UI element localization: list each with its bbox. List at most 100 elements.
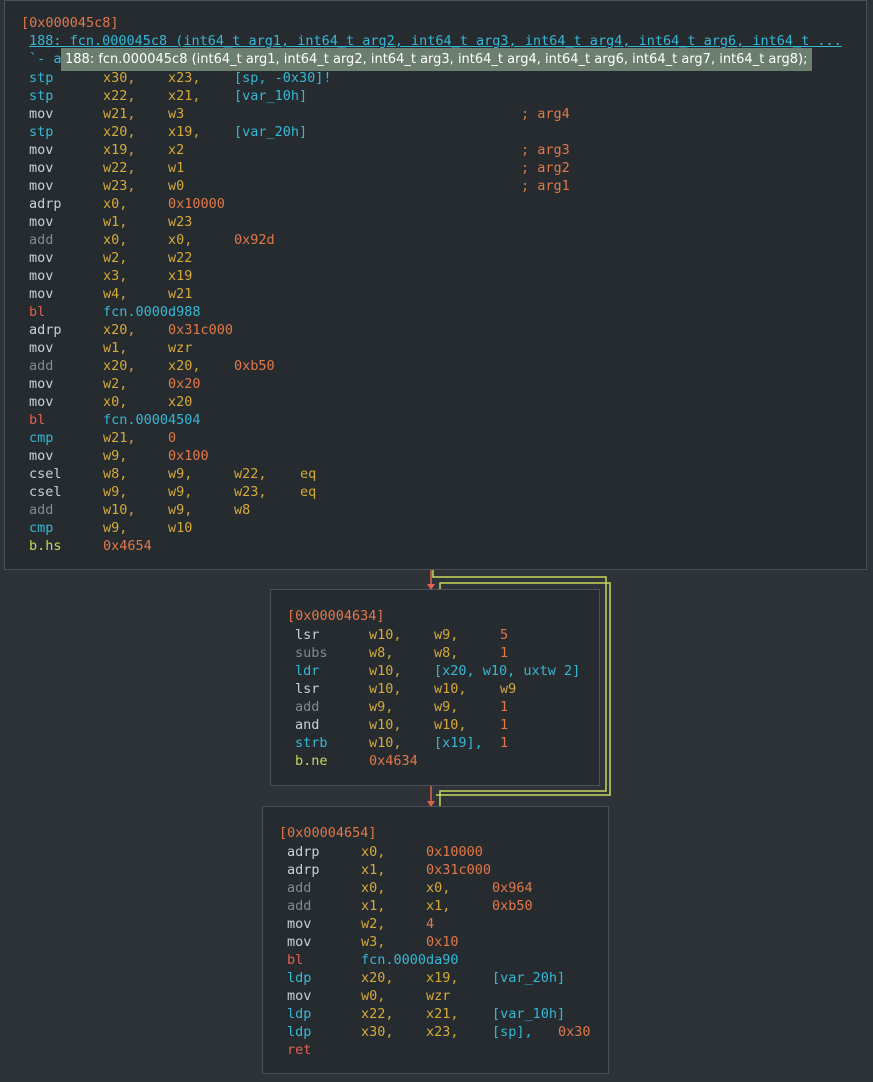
operand: w22,	[103, 160, 136, 176]
operand: w9,	[103, 520, 128, 536]
operand: w21	[168, 286, 193, 302]
mnemonic: ldp	[287, 1024, 312, 1040]
operand: [var_10h]	[492, 1006, 566, 1022]
mnemonic: ldp	[287, 1006, 312, 1022]
operand: x19,	[426, 970, 459, 986]
edge-b2-to-b3-arrow	[427, 801, 435, 807]
mnemonic: csel	[29, 484, 62, 500]
operand: 4	[426, 916, 435, 932]
operand: x0,	[103, 196, 128, 212]
operand: w10,	[369, 663, 402, 679]
signature-continuation: `- a	[29, 51, 62, 67]
operand: w9	[500, 681, 517, 697]
mnemonic: adrp	[29, 196, 62, 212]
operand: x20,	[103, 322, 136, 338]
basic-block-0x45c8[interactable]: [0x000045c8] 188: fcn.000045c8 (int64_t …	[4, 0, 867, 570]
operand: [var_20h]	[492, 970, 566, 986]
mnemonic: lsr	[295, 681, 320, 697]
operand: w2,	[361, 916, 386, 932]
mnemonic: stp	[29, 70, 54, 86]
operand: 0x20	[168, 376, 201, 392]
signature-tooltip: 188: fcn.000045c8 (int64_t arg1, int64_t…	[61, 48, 812, 71]
operand: w3	[168, 106, 185, 122]
operand: wzr	[426, 988, 451, 1004]
mnemonic: ret	[287, 1042, 312, 1058]
operand: [x19],	[434, 735, 483, 751]
operand: w10,	[369, 735, 402, 751]
operand: x0,	[426, 880, 451, 896]
operand: x20,	[103, 358, 136, 374]
operand: x1,	[426, 898, 451, 914]
operand: 5	[500, 627, 509, 643]
operand: x23,	[168, 70, 201, 86]
comment: ; arg2	[521, 160, 570, 176]
mnemonic: mov	[29, 178, 54, 194]
operand: eq	[300, 484, 317, 500]
mnemonic: bl	[29, 412, 46, 428]
edge-b1-to-b2-arrow	[427, 584, 435, 590]
operand: w10,	[434, 681, 467, 697]
operand: w2,	[103, 376, 128, 392]
operand: x22,	[361, 1006, 394, 1022]
operand: 0x10000	[426, 844, 483, 860]
operand: [x20, w10, uxtw 2]	[434, 663, 581, 679]
operand: w9,	[103, 448, 128, 464]
operand: w8,	[369, 645, 394, 661]
mnemonic: mov	[287, 916, 312, 932]
operand: w23,	[234, 484, 267, 500]
operand: [var_20h]	[234, 124, 308, 140]
operand: x0,	[103, 394, 128, 410]
operand: x30,	[103, 70, 136, 86]
mnemonic: add	[287, 880, 312, 896]
mnemonic: stp	[29, 88, 54, 104]
operand: 0x31c000	[426, 862, 492, 878]
operand: w9,	[168, 484, 193, 500]
mnemonic: mov	[29, 250, 54, 266]
operand: w0	[168, 178, 185, 194]
operand: 0x10000	[168, 196, 225, 212]
mnemonic: add	[287, 898, 312, 914]
operand: w10,	[369, 681, 402, 697]
operand: w21,	[103, 430, 136, 446]
operand: 0x30	[558, 1024, 591, 1040]
operand: w9,	[434, 699, 459, 715]
mnemonic: adrp	[287, 862, 320, 878]
operand: 0x964	[492, 880, 533, 896]
operand: fcn.0000d988	[103, 304, 201, 320]
comment: ; arg3	[521, 142, 570, 158]
operand: fcn.00004504	[103, 412, 201, 428]
operand: w1,	[103, 214, 128, 230]
operand: x0,	[361, 844, 386, 860]
operand: w1	[168, 160, 185, 176]
mnemonic: mov	[29, 340, 54, 356]
mnemonic: mov	[287, 988, 312, 1004]
function-signature[interactable]: 188: fcn.000045c8 (int64_t arg1, int64_t…	[29, 33, 842, 49]
operand: x1,	[361, 862, 386, 878]
mnemonic: cmp	[29, 430, 54, 446]
mnemonic: add	[29, 232, 54, 248]
mnemonic: mov	[29, 286, 54, 302]
operand: w4,	[103, 286, 128, 302]
mnemonic: stp	[29, 124, 54, 140]
operand: x20,	[361, 970, 394, 986]
mnemonic: bl	[29, 304, 46, 320]
operand: 0x31c000	[168, 322, 234, 338]
mnemonic: mov	[29, 160, 54, 176]
mnemonic: add	[295, 699, 320, 715]
operand: w22	[168, 250, 193, 266]
operand: 0x10	[426, 934, 459, 950]
operand: w1,	[103, 340, 128, 356]
mnemonic: add	[29, 502, 54, 518]
operand: 0xb50	[492, 898, 533, 914]
block-address: [0x00004634]	[287, 608, 385, 624]
comment: ; arg4	[521, 106, 570, 122]
operand: x20,	[168, 358, 201, 374]
comment: ; arg1	[521, 178, 570, 194]
edge-b2-loop	[436, 582, 611, 796]
operand: 0	[168, 430, 177, 446]
operand: w10,	[103, 502, 136, 518]
operand: x19,	[168, 124, 201, 140]
operand: w9,	[168, 466, 193, 482]
